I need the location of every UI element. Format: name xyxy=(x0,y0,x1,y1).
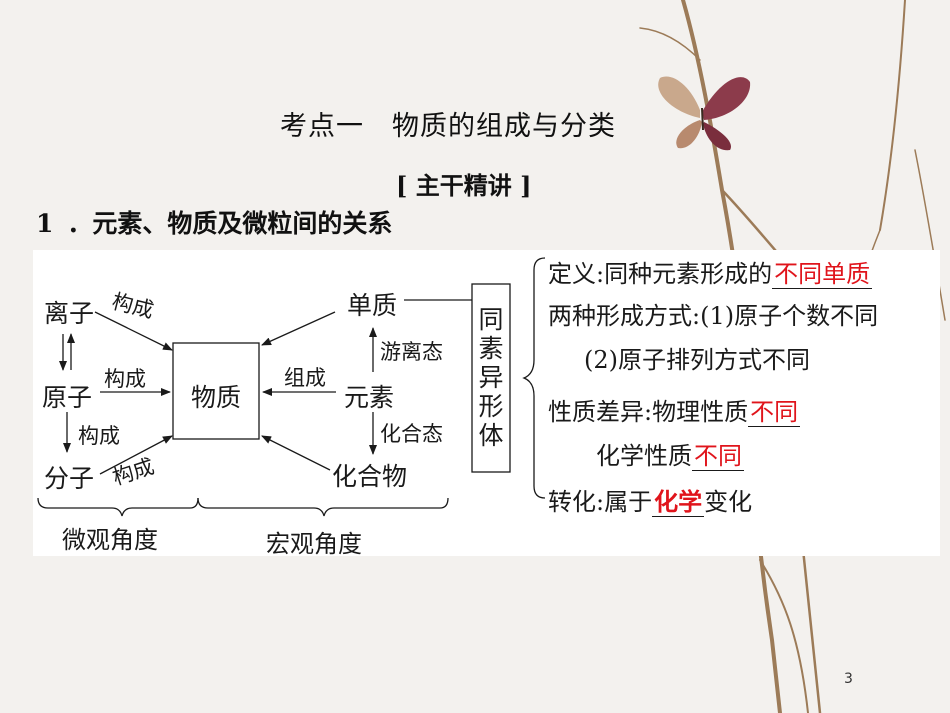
page-number: 3 xyxy=(844,671,853,687)
chemical-property-text: 化学性质 xyxy=(596,442,692,470)
conversion-row: 转化:属于化学变化 xyxy=(548,482,752,517)
formation-ways-row-2: (2)原子排列方式不同 xyxy=(584,346,810,374)
micro-perspective-label: 微观角度 xyxy=(62,526,158,554)
definition-text: 定义:同种元素形成的 xyxy=(548,260,773,288)
simple-to-substance-arrow xyxy=(261,311,336,346)
section-subtitle: [ 主干精讲 ] xyxy=(396,171,532,200)
atom-label: 原子 xyxy=(42,383,93,412)
allotrope-box xyxy=(471,283,511,473)
ion-to-substance-arrow xyxy=(94,311,173,351)
conversion-suffix: 变化 xyxy=(704,488,753,516)
element-arrow-label: 组成 xyxy=(284,366,326,390)
combined-state-label: 化合态 xyxy=(380,422,443,446)
section-heading: 1 ．元素、物质及微粒间的关系 xyxy=(36,204,392,240)
molecule-to-substance-arrow xyxy=(99,435,173,475)
free-state-label: 游离态 xyxy=(380,340,443,364)
conversion-text: 转化:属于 xyxy=(548,488,653,516)
ion-label: 离子 xyxy=(44,299,95,328)
atom-molecule-label: 构成 xyxy=(78,424,120,448)
butterfly-icon xyxy=(658,76,751,151)
physical-property-answer: 不同 xyxy=(748,398,801,427)
compound-to-substance-arrow xyxy=(261,435,331,471)
heading-text: ．元素、物质及微粒间的关系 xyxy=(67,209,393,238)
physical-property-row: 性质差异:物理性质不同 xyxy=(548,392,801,427)
macro-brace xyxy=(197,497,449,517)
physical-property-text: 性质差异:物理性质 xyxy=(548,398,749,426)
simple-substance-label: 单质 xyxy=(347,291,398,320)
info-brace xyxy=(522,257,546,499)
element-label: 元素 xyxy=(344,383,395,412)
micro-brace xyxy=(37,497,199,517)
diagram-panel xyxy=(33,250,940,556)
definition-answer: 不同单质 xyxy=(772,260,873,289)
substance-label: 物质 xyxy=(191,383,242,412)
atom-arrow-label: 构成 xyxy=(104,367,146,391)
conversion-answer: 化学 xyxy=(652,487,705,517)
formation-ways-row: 两种形成方式:(1)原子个数不同 xyxy=(548,302,879,330)
chemical-property-answer: 不同 xyxy=(692,442,744,471)
macro-perspective-label: 宏观角度 xyxy=(266,530,362,558)
substance-box xyxy=(172,342,260,440)
chemical-property-row: 化学性质不同 xyxy=(596,436,744,471)
allotrope-label: 同素异形体 xyxy=(478,305,504,450)
compound-label: 化合物 xyxy=(332,462,408,491)
molecule-label: 分子 xyxy=(44,464,95,493)
heading-number: 1 xyxy=(36,209,54,238)
slide-title: 考点一 物质的组成与分类 xyxy=(280,111,616,142)
definition-row: 定义:同种元素形成的不同单质 xyxy=(548,254,873,289)
